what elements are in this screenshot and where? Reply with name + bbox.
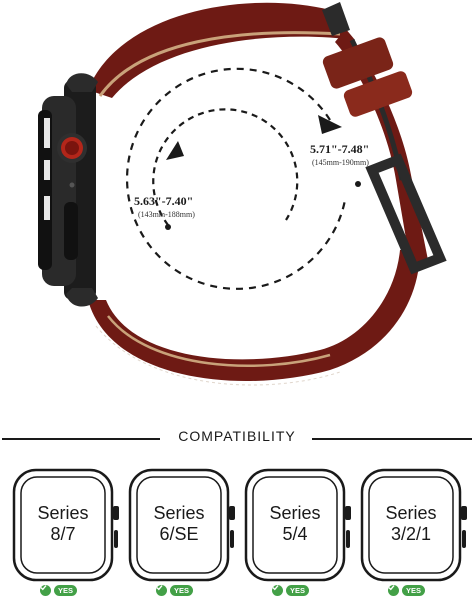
yes-label: YES: [402, 584, 426, 596]
watch-outline-icon: [12, 468, 119, 582]
compat-divider-right: [312, 438, 472, 440]
series-label-line1: Series: [37, 503, 89, 523]
watch-outline-icon: [128, 468, 235, 582]
compatibility-title: COMPATIBILITY: [178, 428, 296, 444]
series-label-line2: 6/SE: [159, 524, 199, 544]
check-icon: [272, 584, 283, 596]
check-icon: [388, 584, 399, 596]
long-size-label: 5.71"-7.48": [310, 142, 370, 156]
yes-label: YES: [170, 584, 194, 596]
watch-outline-icon: [360, 468, 467, 582]
check-icon: [40, 584, 51, 596]
compat-divider-left: [2, 438, 160, 440]
series-label-line1: Series: [385, 503, 437, 523]
yes-badge: YES: [40, 584, 78, 596]
product-hero: 5.71"-7.48" (145mm-190mm) 5.63"-7.40" (1…: [38, 2, 447, 386]
compat-card-series-6-se: Series 6/SE YES: [128, 468, 240, 598]
watch-body: [38, 73, 98, 307]
compat-card-series-3-2-1: Series 3/2/1 YES: [360, 468, 472, 598]
short-size-label: 5.63"-7.40": [134, 194, 194, 208]
compat-card-series-5-4: Series 5/4 YES: [244, 468, 356, 598]
short-size-mm-label: (143mm-188mm): [138, 210, 195, 219]
watch-outline-icon: [244, 468, 351, 582]
compatibility-section: COMPATIBILITY Series 8/7 YES Series 6/SE: [0, 420, 474, 600]
series-label-line1: Series: [269, 503, 321, 523]
yes-badge: YES: [156, 584, 194, 596]
buckle: [322, 2, 447, 275]
yes-label: YES: [54, 584, 78, 596]
series-label-line1: Series: [153, 503, 205, 523]
long-size-mm-label: (145mm-190mm): [312, 158, 369, 167]
compat-card-series-8-7: Series 8/7 YES: [12, 468, 124, 598]
yes-label: YES: [286, 584, 310, 596]
series-label-line2: 8/7: [50, 524, 76, 544]
yes-badge: YES: [272, 584, 310, 596]
check-icon: [156, 584, 167, 596]
watch-band-illustration: [38, 2, 447, 386]
series-label-line2: 3/2/1: [390, 524, 432, 544]
yes-badge: YES: [388, 584, 426, 596]
size-arrows: [125, 67, 361, 290]
series-label-line2: 5/4: [282, 524, 308, 544]
strap-keepers: [322, 37, 413, 117]
